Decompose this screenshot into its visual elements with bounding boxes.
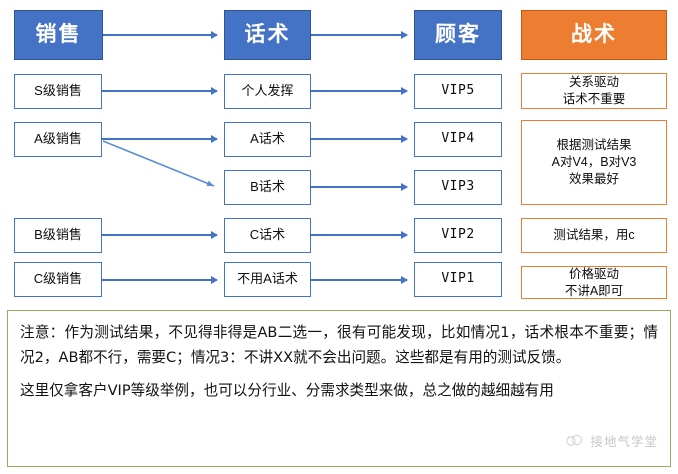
tactic-2-line2: A对V4，B对V3 (551, 155, 637, 170)
node-customer-vip4: VIP4 (414, 122, 502, 157)
node-script-c-label: C话术 (249, 227, 286, 243)
note-paragraph-2: 这里仅拿客户VIP等级举例，也可以分行业、分需求类型来做，总之做的越细越有用 (20, 382, 554, 400)
node-sales-b: B级销售 (14, 218, 102, 253)
node-script-b: B话术 (224, 170, 311, 205)
header-sales-label: 销售 (35, 22, 82, 46)
connector-sales-a-to-script-a (102, 135, 218, 143)
connector-script-personal-to-vip5 (311, 87, 408, 95)
node-sales-a-label: A级销售 (34, 131, 82, 147)
node-customer-vip3: VIP3 (414, 170, 502, 205)
node-script-a: A话术 (224, 122, 311, 157)
connector-script-b-to-vip3 (311, 183, 408, 191)
connector-sales-c-to-script-no-a (102, 276, 218, 284)
connector-header-sales-to-script (103, 31, 218, 39)
node-sales-s-label: S级销售 (34, 83, 82, 99)
header-customer-label: 顾客 (435, 22, 481, 46)
node-customer-vip2-label: VIP2 (441, 227, 475, 243)
header-sales: 销售 (14, 10, 103, 60)
node-sales-c-label: C级销售 (33, 271, 83, 287)
node-customer-vip5: VIP5 (414, 74, 502, 109)
watermark-text: 接地气学堂 (590, 434, 658, 449)
tactic-box-1: 关系驱动 话术不重要 (521, 73, 667, 109)
header-customer: 顾客 (414, 10, 502, 60)
node-sales-a: A级销售 (14, 122, 102, 157)
connector-sales-s-to-script-personal (102, 87, 218, 95)
node-customer-vip5-label: VIP5 (441, 83, 475, 99)
connector-header-script-to-customer (311, 31, 408, 39)
tactic-2-line1: 根据测试结果 (556, 138, 632, 153)
tactic-1-line1: 关系驱动 (568, 75, 619, 90)
node-script-personal: 个人发挥 (224, 74, 311, 109)
connector-script-no-a-to-vip1 (311, 276, 408, 284)
note-panel: 注意：作为测试结果，不见得非得是AB二选一，很有可能发现，比如情况1，话术根本不… (7, 310, 671, 467)
tactic-box-2: 根据测试结果 A对V4，B对V3 效果最好 (521, 120, 667, 205)
node-customer-vip1: VIP1 (414, 262, 502, 297)
node-script-c: C话术 (224, 218, 311, 253)
header-script: 话术 (224, 10, 311, 60)
node-sales-c: C级销售 (14, 262, 102, 297)
node-script-b-label: B话术 (250, 179, 285, 195)
node-customer-vip2: VIP2 (414, 218, 502, 253)
cloud-logo-icon (566, 434, 583, 446)
node-script-a-label: A话术 (250, 131, 285, 147)
connector-sales-b-to-script-c (102, 231, 218, 239)
node-customer-vip4-label: VIP4 (441, 131, 475, 147)
node-script-no-a-label: 不用A话术 (237, 271, 298, 287)
node-customer-vip1-label: VIP1 (441, 271, 475, 287)
tactic-box-3: 测试结果，用c (521, 218, 667, 253)
tactic-4-line2: 不讲A即可 (564, 283, 624, 298)
node-script-personal-label: 个人发挥 (241, 83, 294, 99)
node-script-no-a: 不用A话术 (224, 262, 311, 297)
tactic-2-line3: 效果最好 (568, 171, 619, 186)
header-tactic-label: 战术 (571, 22, 617, 46)
tactic-box-4: 价格驱动 不讲A即可 (521, 266, 667, 299)
tactic-1-line2: 话术不重要 (562, 92, 626, 106)
header-tactic: 战术 (521, 10, 667, 60)
connector-script-c-to-vip2 (311, 231, 408, 239)
connector-script-a-to-vip4 (311, 135, 408, 143)
tactic-4-line1: 价格驱动 (568, 266, 619, 281)
tactic-3-line1: 测试结果，用c (553, 228, 635, 243)
note-paragraph-1: 注意：作为测试结果，不见得非得是AB二选一，很有可能发现，比如情况1，话术根本不… (20, 324, 658, 367)
node-sales-b-label: B级销售 (34, 227, 82, 243)
watermark: 接地气学堂 (565, 431, 658, 450)
node-sales-s: S级销售 (14, 74, 102, 109)
header-script-label: 话术 (244, 22, 291, 46)
node-customer-vip3-label: VIP3 (441, 179, 475, 195)
